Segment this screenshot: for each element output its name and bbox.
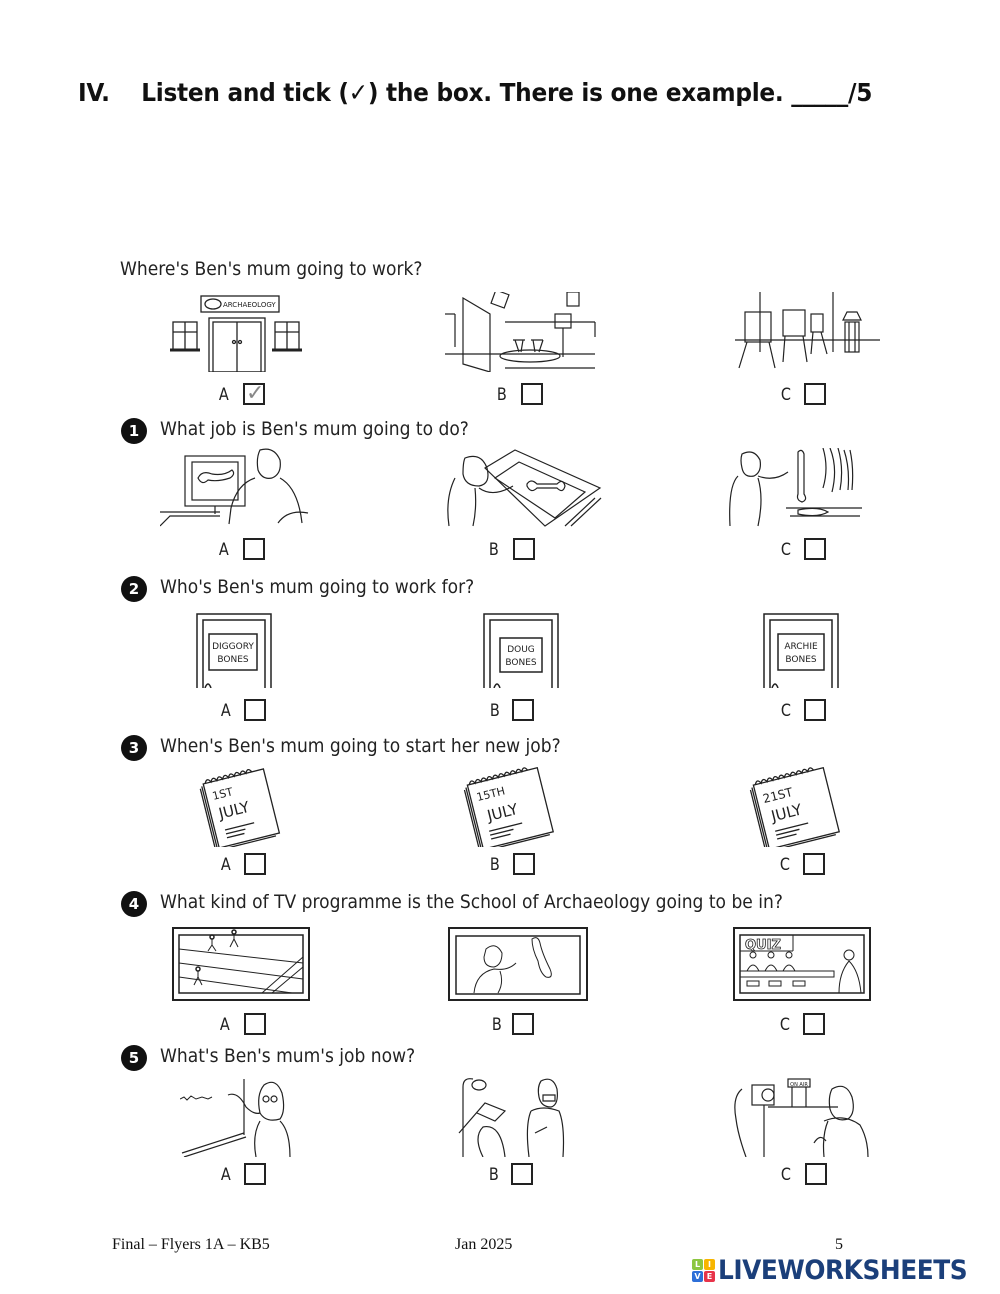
computer-picture	[160, 448, 315, 528]
tick-box-c[interactable]	[803, 853, 825, 875]
dentist-picture	[455, 1077, 580, 1157]
page-number: 5	[835, 1236, 843, 1253]
art-gallery-picture	[735, 292, 880, 372]
option-letter: C	[779, 855, 790, 875]
exercise-number: IV.	[78, 78, 110, 107]
tick-box-a[interactable]	[243, 538, 265, 560]
drawing-bone-picture	[445, 448, 605, 528]
archaeology-building-picture: ARCHAEOLOGY	[165, 292, 310, 372]
option-letter: C	[780, 1165, 791, 1185]
door-sign-picture: ARCHIE BONES	[762, 612, 842, 688]
question-text: What kind of TV programme is the School …	[160, 891, 783, 913]
calendar-picture: 21ST JULY	[748, 767, 853, 847]
quiz-screen-text: QUIZ	[745, 938, 781, 953]
on-air-sign: ON AIR	[790, 1082, 808, 1088]
exercise-heading: IV. Listen and tick (✓) the box. There is…	[78, 78, 872, 107]
tv-studio-picture	[445, 292, 600, 372]
door-sign-line2: BONES	[505, 658, 537, 668]
tick-box-b[interactable]	[513, 853, 535, 875]
option-letter: B	[489, 855, 500, 875]
tick-box-a[interactable]: ✓	[243, 381, 265, 406]
tv-running-race-picture	[172, 927, 312, 1003]
tick-box-b[interactable]	[512, 1013, 534, 1035]
tick-box-c[interactable]	[804, 538, 826, 560]
footer-test-name: Final – Flyers 1A – KB5	[112, 1236, 270, 1253]
door-sign-line1: DIGGORY	[212, 642, 254, 652]
tick-box-b[interactable]	[511, 1163, 533, 1185]
tick-box-b[interactable]	[512, 699, 534, 721]
question-text: What's Ben's mum's job now?	[160, 1045, 416, 1067]
building-sign: ARCHAEOLOGY	[223, 301, 276, 309]
question-text: When's Ben's mum going to start her new …	[160, 735, 561, 757]
tick-box-c[interactable]	[804, 699, 826, 721]
tv-quiz-show-picture: QUIZ	[733, 927, 873, 1003]
tick-box-a[interactable]	[244, 1013, 266, 1035]
logo-wordmark: LIVEWORKSHEETS	[718, 1255, 968, 1286]
logo-letter-l: L	[692, 1259, 703, 1270]
tick-box-c[interactable]	[805, 1163, 827, 1185]
door-sign-line2: BONES	[217, 655, 249, 665]
tick-box-b[interactable]	[513, 538, 535, 560]
question-text: What job is Ben's mum going to do?	[160, 418, 469, 440]
door-sign-picture: DIGGORY BONES	[195, 612, 275, 688]
liveworksheets-logo[interactable]: L I V E LIVEWORKSHEETS	[692, 1255, 989, 1286]
tick-box-a[interactable]	[244, 1163, 266, 1185]
question-number-badge: 2	[121, 576, 147, 602]
option-letter: A	[220, 855, 231, 875]
question-number-badge: 4	[121, 891, 147, 917]
option-letter: C	[779, 1015, 790, 1035]
option-letter: B	[491, 1015, 502, 1035]
tick-box-c[interactable]	[803, 1013, 825, 1035]
option-letter: B	[496, 385, 507, 405]
option-letter: B	[488, 540, 499, 560]
option-letter: C	[780, 385, 791, 405]
calendar-picture: 15TH JULY	[462, 767, 567, 847]
tick-icon: ✓	[246, 381, 265, 406]
door-sign-line2: BONES	[785, 655, 817, 665]
logo-letter-i: I	[704, 1259, 715, 1270]
logo-letter-e: E	[704, 1271, 715, 1282]
question-number-badge: 5	[121, 1045, 147, 1071]
door-sign-line1: DOUG	[507, 645, 535, 655]
tick-box-c[interactable]	[804, 383, 826, 405]
tick-box-a[interactable]	[244, 853, 266, 875]
calendar-day: 1ST	[211, 785, 235, 803]
exercise-instructions: Listen and tick (✓) the box. There is on…	[141, 78, 873, 107]
option-letter: C	[780, 540, 791, 560]
teacher-picture	[180, 1077, 295, 1157]
logo-letter-v: V	[692, 1271, 703, 1282]
question-text: Who's Ben's mum going to work for?	[160, 576, 475, 598]
option-letter: A	[220, 1165, 231, 1185]
option-letter: A	[219, 1015, 230, 1035]
tv-presenter-picture: ON AIR	[728, 1077, 873, 1157]
option-letter: B	[488, 1165, 499, 1185]
calendar-picture: 1ST JULY	[198, 767, 293, 847]
option-letter: B	[489, 701, 500, 721]
option-letter: A	[218, 385, 229, 405]
door-sign-line1: ARCHIE	[784, 642, 818, 652]
option-letter: A	[218, 540, 229, 560]
tick-box-a[interactable]	[244, 699, 266, 721]
footer-date: Jan 2025	[455, 1236, 513, 1253]
tv-man-with-bone-picture	[448, 927, 590, 1003]
door-sign-picture: DOUG BONES	[482, 612, 562, 688]
question-number-badge: 1	[121, 418, 147, 444]
question-number-badge: 3	[121, 735, 147, 761]
man-with-bone-picture	[728, 448, 863, 533]
logo-mark-icon: L I V E	[692, 1259, 715, 1282]
tick-box-b[interactable]	[521, 383, 543, 405]
option-letter: A	[220, 701, 231, 721]
question-text: Where's Ben's mum going to work?	[120, 258, 423, 280]
option-letter: C	[780, 701, 791, 721]
